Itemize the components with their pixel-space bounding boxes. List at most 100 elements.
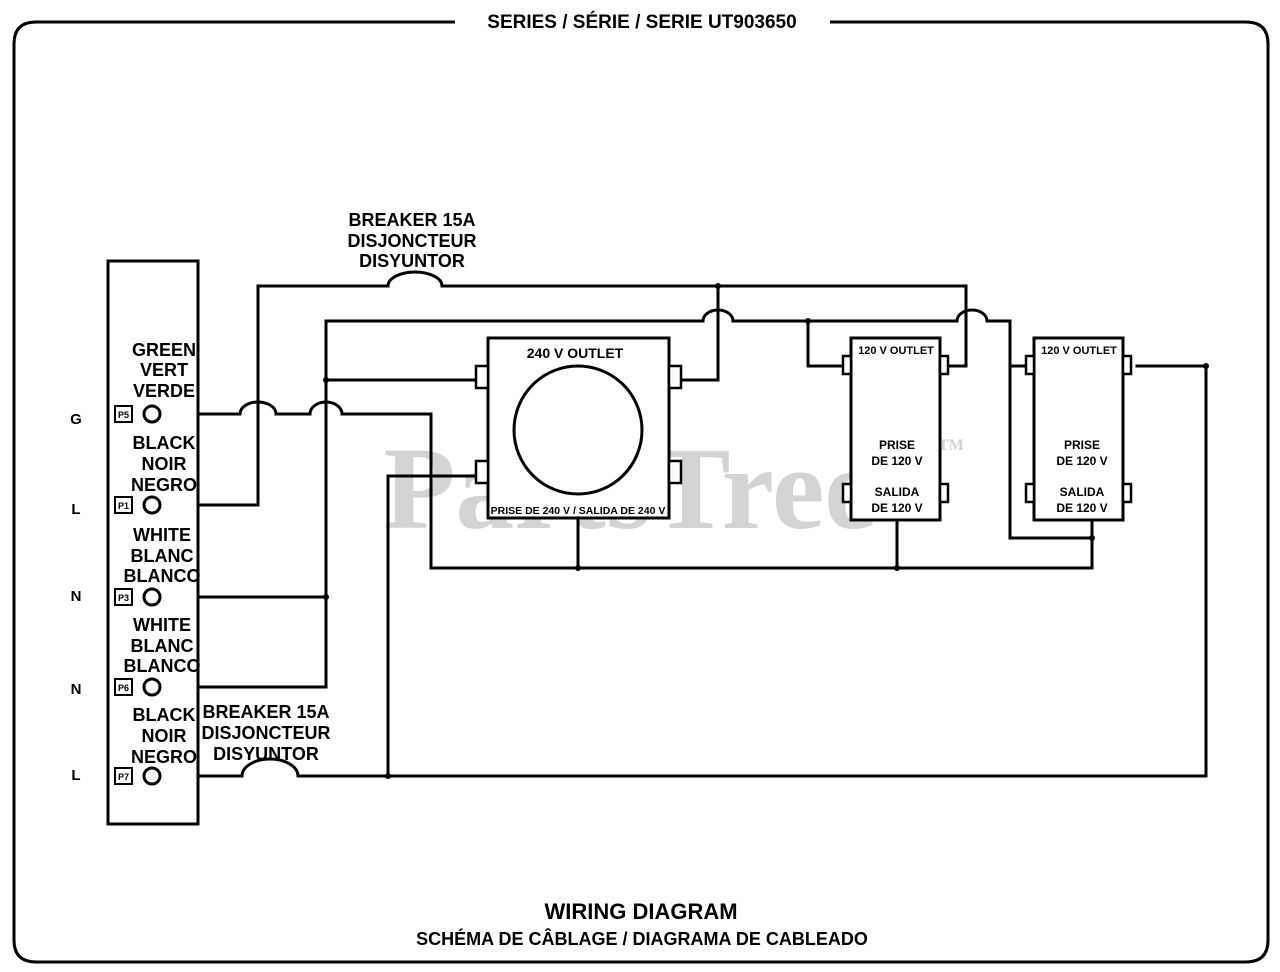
outlet-120v-text: DE 120 V [1056,454,1107,468]
terminal-connector [142,404,162,424]
terminal-connector [142,766,162,786]
plug-box [114,405,133,423]
breaker-label: DISYUNTOR [359,251,465,271]
outlet-tab [474,459,490,485]
outlet-240v-receptacle [512,364,644,496]
diagram-title: WIRING DIAGRAM [544,899,737,924]
wire-neutral-hop1 [701,308,735,323]
outlet-120v-b: 120 V OUTLET PRISE DE 120 V SALIDA DE 12… [1024,336,1133,522]
breaker-label: BREAKER 15A [348,210,475,230]
outlet-240v-caption: PRISE DE 240 V / SALIDA DE 240 V [491,505,666,517]
terminal-p5: G P5 GREEN VERT VERDE [70,340,196,428]
breaker-label: DISJONCTEUR [347,231,476,251]
diagram-subtitle: SCHÉMA DE CÂBLAGE / DIAGRAMA DE CABLEADO [416,928,868,949]
outlet-120v-text: PRISE [879,438,915,452]
wire-color-label: NOIR [142,726,187,746]
wire-color-label: BLANCO [124,656,201,676]
wire-ground-end [340,412,1094,570]
outlet-120v-text: DE 120 V [1056,501,1107,515]
outlet-120v-title: 120 V OUTLET [1041,345,1117,357]
wire-240-right-tab [678,284,720,382]
wire-color-label: BLANCO [124,566,201,586]
outlet-240v: 240 V OUTLET PRISE DE 240 V / SALIDA DE … [474,336,683,520]
terminal-connector [142,495,162,515]
outlet-120v-box [849,336,942,522]
terminal-p7: L P7 BLACK NOIR NEGRO [71,705,197,786]
outlet-tab [841,354,853,376]
wire-color-label: BLACK [133,433,196,453]
plug-label: P1 [118,501,129,511]
outlet-120v-text: SALIDA [875,485,920,499]
wire-neutral-end [985,319,1094,540]
wire-ground-hop2 [308,400,344,416]
wire-top-breaker-arc [386,270,444,288]
series-title: SERIES / SÉRIE / SERIE UT903650 [487,11,796,33]
wire-neutral-hop2 [955,308,989,323]
terminal-block [106,259,200,826]
wire-top-line-right [440,284,968,368]
side-label-g: G [70,411,82,428]
wires [158,270,1208,778]
terminal-p6: N P6 WHITE BLANC BLANCO [71,615,201,698]
outlet-tab [667,364,683,390]
outlet-tab [1024,482,1036,504]
wire-color-label: WHITE [133,525,191,545]
outlet-120v-a: 120 V OUTLET PRISE DE 120 V SALIDA DE 12… [841,336,950,522]
outlet-120v-title: 120 V OUTLET [858,345,934,357]
wire-top-breaker-line [158,284,390,507]
wire-color-label: NEGRO [131,475,197,495]
wire-bottom-line-main [296,364,1208,778]
wire-color-label: VERDE [133,381,195,401]
outlet-tab [1121,482,1133,504]
side-label-l: L [71,767,80,784]
wire-color-label: BLANC [131,636,194,656]
wire-bottom-240-left [386,474,478,778]
junction-dots [323,283,1209,779]
outlet-120v-text: DE 120 V [871,501,922,515]
side-label-n: N [71,681,82,698]
outlet-tab [1121,354,1133,376]
wire-color-label: BLACK [133,705,196,725]
terminal-connector [142,587,162,607]
outer-frame [12,20,1270,964]
plug-box [114,496,133,514]
terminal-p3: N P3 WHITE BLANC BLANCO [71,525,201,607]
terminal-connector [142,677,162,697]
breaker-label: DISJONCTEUR [201,723,330,743]
wire-color-label: NEGRO [131,747,197,767]
wire-color-label: NOIR [142,454,187,474]
outlet-tab [1024,354,1036,376]
plug-box [114,678,133,696]
outlet-120v-text: DE 120 V [871,454,922,468]
wire-color-label: VERT [140,360,188,380]
outlet-120v-text: SALIDA [1060,485,1105,499]
outlet-tab [841,482,853,504]
plug-box [114,767,133,785]
plug-box [114,588,133,606]
side-label-l: L [71,501,80,518]
terminal-p1: L P1 BLACK NOIR NEGRO [71,433,197,518]
outlet-120v-box [1032,336,1125,522]
wire-neutral-p6 [158,319,705,689]
wire-neutral-120a [806,319,845,368]
outlet-tab [474,364,490,390]
wire-color-label: GREEN [132,340,196,360]
outlet-tab [667,459,683,485]
plug-label: P3 [118,593,129,603]
outlet-240v-title: 240 V OUTLET [527,345,624,361]
breaker-label: BREAKER 15A [202,702,329,722]
plug-label: P5 [118,410,129,420]
breaker-top-label: BREAKER 15A DISJONCTEUR DISYUNTOR [347,210,476,271]
wire-ground-hop1 [238,400,278,416]
breaker-bottom-label: BREAKER 15A DISJONCTEUR DISYUNTOR [201,702,330,764]
wire-color-label: BLANC [131,546,194,566]
side-label-n: N [71,588,82,605]
wire-bottom-breaker-arc [240,757,300,778]
plug-label: P6 [118,683,129,693]
outlet-tab [938,354,950,376]
outlet-120v-text: PRISE [1064,438,1100,452]
plug-label: P7 [118,772,129,782]
outlet-tab [938,482,950,504]
